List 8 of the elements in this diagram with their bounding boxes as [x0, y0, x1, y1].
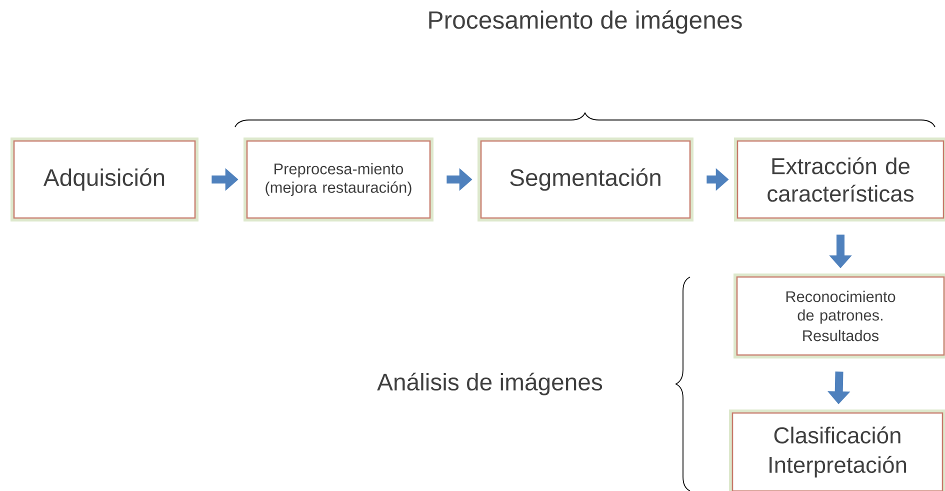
process-box: Segmentación: [480, 140, 691, 219]
process-box: Extracción de características: [736, 140, 944, 219]
process-box: Reconocimiento de patrones. Resultados: [736, 276, 945, 356]
process-box: Clasificación Interpretación: [732, 412, 944, 491]
heading: Procesamiento de imágenes: [429, 10, 742, 34]
heading: Análisis de imágenes: [377, 372, 602, 396]
process-box: Adquisición: [13, 140, 196, 219]
process-box: Preprocesa-miento (mejora restauración): [246, 140, 431, 219]
